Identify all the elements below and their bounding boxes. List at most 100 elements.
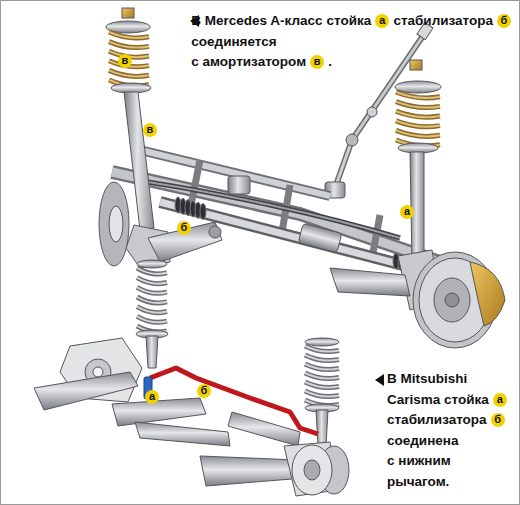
right-strut: [330, 60, 505, 348]
caption-line: рычагом.: [387, 472, 511, 493]
subframe: [140, 150, 330, 196]
coil-spring: [137, 307, 167, 313]
right-strut: [434, 278, 470, 322]
coil-spring: [305, 391, 339, 397]
left-strut: [209, 226, 221, 238]
steering-column: [367, 107, 377, 117]
caption-line: стабилизатора б: [387, 410, 511, 431]
left-strut: [148, 222, 222, 262]
caption-line: с нижним: [387, 451, 511, 472]
caption-block: В MitsubishiCarisma стойка а стабилизатора…: [387, 369, 511, 492]
caption-text: с нижним: [387, 453, 451, 468]
coil-spring: [305, 382, 339, 388]
callout-letter: а: [400, 205, 414, 219]
coil-spring: [396, 92, 440, 98]
coil-spring: [396, 92, 440, 146]
coil-spring: [396, 130, 440, 136]
steering-column: [335, 140, 352, 188]
coil-spring: [396, 102, 440, 108]
coil-spring: [305, 355, 339, 361]
steering-column: [335, 140, 352, 188]
coil-spring: [305, 364, 339, 370]
coil-spring: [109, 32, 149, 86]
caption-line: В Mitsubishi: [387, 369, 511, 390]
rear-right-assembly: [304, 460, 320, 480]
caption-text: рычагом.: [387, 474, 449, 489]
coil-spring: [109, 42, 149, 48]
rear-stabilizer-bar: [150, 368, 318, 434]
callout-letter: а: [145, 390, 159, 404]
coil-spring: [137, 297, 167, 303]
rear-left-assembly: [112, 398, 206, 426]
callout-letter: а: [493, 393, 507, 407]
left-strut: [122, 8, 134, 18]
caption-text: с амортизатором: [191, 54, 306, 69]
coil-spring: [396, 121, 440, 127]
rear-left-assembly: [93, 367, 103, 377]
coil-spring: [109, 70, 149, 76]
steering-column: [346, 134, 358, 146]
right-strut: [410, 60, 422, 70]
coil-spring: [305, 346, 339, 352]
callout-letter: в: [143, 123, 157, 137]
rear-right-assembly: [305, 338, 339, 346]
coil-spring: [305, 346, 339, 352]
rear-right-assembly: [292, 445, 332, 495]
caption-line: В Mercedes A-классстойкаастабилизатораб: [191, 11, 515, 32]
coil-spring: [137, 268, 167, 274]
steering-rack: [298, 223, 342, 253]
coil-spring: [137, 307, 167, 313]
rear-axle-mitsubishi: [34, 260, 349, 496]
caption-text: соединена: [387, 433, 458, 448]
caption-text: стойка: [327, 13, 372, 28]
coil-spring: [137, 287, 167, 293]
callout-letter: а: [375, 14, 389, 28]
rear-left-assembly: [137, 260, 167, 268]
coil-spring: [396, 102, 440, 108]
rear-left-assembly: [146, 336, 158, 368]
coil-spring: [305, 364, 339, 370]
rear-left-assembly: [135, 422, 230, 446]
rear-left-assembly: [34, 260, 230, 446]
caption-block: В Mercedes A-классстойкаастабилизаторабс…: [191, 11, 515, 73]
coil-spring: [305, 391, 339, 397]
caption-line: с амортизатором в.: [191, 52, 515, 73]
coil-spring: [305, 382, 339, 388]
coil-spring: [109, 32, 149, 38]
rear-right-assembly: [228, 412, 300, 446]
caption-text: .: [328, 54, 332, 69]
callout-letter: б: [197, 384, 211, 398]
coil-spring: [396, 111, 440, 117]
caption-text: В Mitsubishi: [387, 371, 467, 386]
right-strut: [330, 268, 410, 296]
callout-letter: б: [491, 413, 505, 427]
right-strut: [395, 81, 441, 93]
coil-spring: [396, 121, 440, 127]
callout-letter: в: [118, 54, 132, 68]
coil-spring: [305, 373, 339, 379]
coil-spring: [109, 32, 149, 38]
coil-spring: [137, 297, 167, 303]
caption-text: Carisma стойка: [387, 392, 489, 407]
caption-line: Carisma стойка а: [387, 390, 511, 411]
rear-right-assembly: [316, 410, 328, 446]
caption-line: соединяется: [191, 32, 515, 53]
caption-markers: [375, 374, 384, 386]
coil-spring: [305, 355, 339, 361]
front-axle-mercedes: [99, 8, 505, 348]
coil-spring: [305, 346, 339, 406]
caption-text: В Mercedes A-класс: [191, 13, 322, 28]
caption-text: стабилизатора: [393, 13, 493, 28]
coil-spring: [137, 278, 167, 284]
callout-letter: в: [310, 55, 324, 69]
right-strut: [445, 293, 459, 307]
coil-spring: [137, 268, 167, 274]
caption-line: соединена: [387, 431, 511, 452]
coil-spring: [137, 316, 167, 322]
coil-spring: [396, 130, 440, 136]
coil-spring: [396, 111, 440, 117]
rack-bellows: [200, 204, 206, 220]
coil-spring: [137, 268, 167, 332]
caption-text: стабилизатора: [387, 412, 487, 427]
